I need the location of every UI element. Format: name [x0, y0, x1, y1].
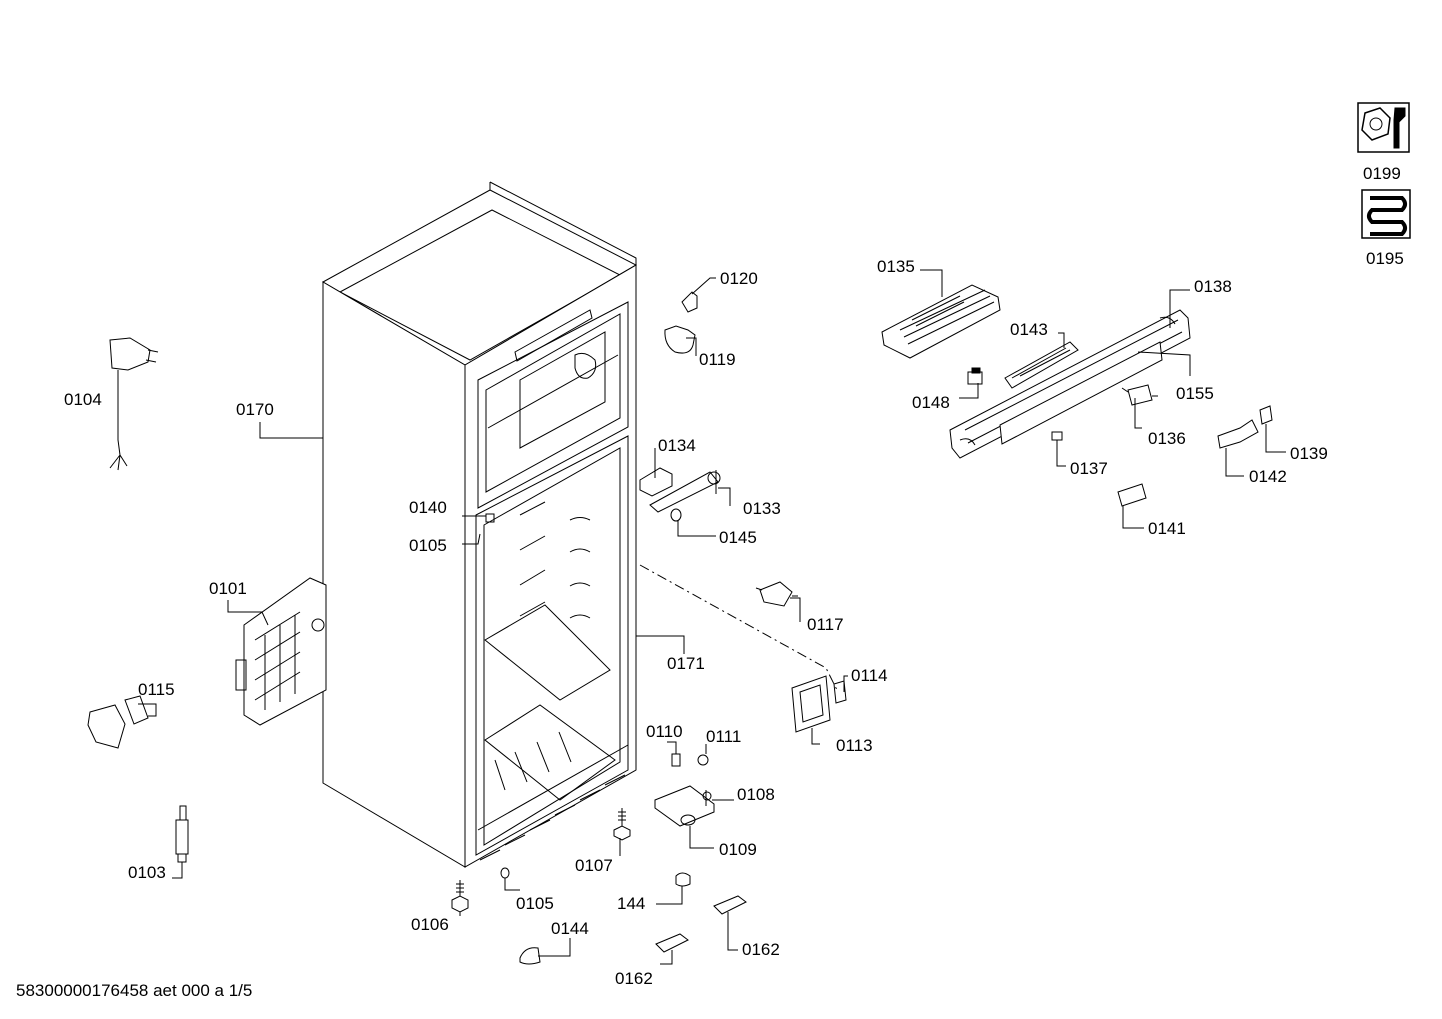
nut-wrench-icon [1357, 102, 1410, 153]
part-label-0107: 0107 [575, 856, 613, 875]
part-label-0117: 0117 [807, 615, 844, 634]
part-label-0138: 0138 [1194, 277, 1232, 296]
part-0101 [235, 577, 327, 726]
part-label-0106: 0106 [411, 915, 449, 934]
part-label-0140: 0140 [409, 498, 447, 517]
part-0140 [485, 513, 495, 523]
part-0119 [664, 325, 696, 354]
part-0115 [87, 695, 149, 749]
part-label-0195: 0195 [1366, 249, 1404, 268]
part-0103 [175, 805, 189, 863]
part-label-0199: 0199 [1363, 164, 1401, 183]
part-label-144: 144 [617, 894, 645, 913]
part-0162b [713, 895, 747, 915]
part-0162a [655, 933, 689, 953]
part-0117 [755, 581, 798, 607]
part-label-0133: 0133 [743, 499, 781, 518]
part-0143 [1004, 341, 1079, 389]
part-label-0136: 0136 [1148, 429, 1186, 448]
part-label-0141: 0141 [1148, 519, 1186, 538]
part-label-0135: 0135 [877, 257, 915, 276]
part-label-0115: 0115 [138, 680, 175, 699]
part-label-0105: 0105 [409, 536, 447, 555]
part-label-0145: 0145 [719, 528, 757, 547]
part-0110 [671, 753, 681, 767]
part-0135 [881, 284, 1001, 359]
part-label-0144: 0144 [551, 919, 589, 938]
part-0138 [949, 309, 1191, 459]
part-0108-0109 [654, 785, 715, 827]
part-0137 [1051, 431, 1063, 441]
part-144 [675, 872, 691, 887]
part-0107 [613, 808, 631, 841]
part-0136 [1121, 384, 1158, 406]
part-label-0103: 0103 [128, 863, 166, 882]
part-label-0110: 0110 [646, 722, 683, 741]
document-code: 58300000176458 aet 000 a 1/5 [16, 981, 253, 1000]
part-0105-ring [500, 867, 510, 879]
part-label-0109: 0109 [719, 840, 757, 859]
part-label-0105-bottom: 0105 [516, 894, 554, 913]
fridge-cabinet [321, 181, 638, 868]
heating-coil-icon [1361, 189, 1411, 239]
part-0144 [519, 947, 541, 965]
part-label-0101: 0101 [209, 579, 247, 598]
part-label-0143: 0143 [1010, 320, 1048, 339]
part-0139 [1259, 405, 1273, 425]
part-label-0142: 0142 [1249, 467, 1287, 486]
part-label-0137: 0137 [1070, 459, 1108, 478]
part-label-0120: 0120 [720, 269, 758, 288]
part-0120 [681, 291, 698, 313]
part-label-0171: 0171 [667, 654, 705, 673]
leader-lines [117, 269, 1286, 965]
part-label-0111: 0111 [706, 727, 741, 746]
part-label-0162-right: 0162 [742, 940, 780, 959]
part-label-0155: 0155 [1176, 384, 1214, 403]
part-label-0119: 0119 [699, 350, 736, 369]
part-0111 [697, 754, 709, 766]
part-label-0108: 0108 [737, 785, 775, 804]
part-0148 [967, 367, 983, 385]
part-label-0104: 0104 [64, 390, 102, 409]
part-0134 [639, 467, 673, 497]
part-label-0134: 0134 [658, 436, 696, 455]
part-0104 [109, 337, 159, 471]
part-label-0148: 0148 [912, 393, 950, 412]
part-0141 [1117, 483, 1147, 507]
part-0106 [451, 880, 469, 913]
part-label-0162-left: 0162 [615, 969, 653, 988]
part-0133 [649, 470, 721, 513]
part-label-0139: 0139 [1290, 444, 1328, 463]
part-label-0170: 0170 [236, 400, 274, 419]
part-0113 [791, 675, 831, 733]
part-0145 [670, 508, 682, 522]
part-label-0113: 0113 [836, 736, 873, 755]
part-0114 [833, 680, 847, 704]
part-label-0114: 0114 [851, 666, 888, 685]
part-0142 [1217, 419, 1259, 449]
